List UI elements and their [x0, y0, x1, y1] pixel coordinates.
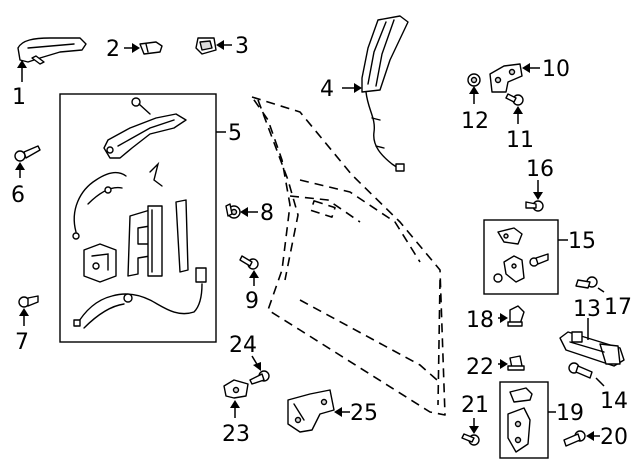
callout-12: 12 [461, 109, 489, 134]
callout-25: 25 [350, 401, 378, 426]
part-25-reinforcement [287, 389, 335, 433]
callout-24: 24 [229, 333, 257, 358]
callout-17: 17 [604, 295, 632, 320]
part-3-cap [195, 37, 217, 55]
callout-21: 21 [461, 393, 489, 418]
door-shell-outline [251, 96, 446, 416]
part-4-channel-seal [361, 15, 409, 172]
part-7-bolt [18, 295, 39, 308]
part-23-bracket [223, 379, 249, 399]
striker-kit-box [483, 219, 559, 295]
callout-13: 13 [573, 297, 601, 322]
part-5-latch-kit [72, 97, 207, 329]
callout-14: 14 [600, 389, 628, 414]
part-20-bolt [563, 430, 586, 447]
callout-20: 20 [600, 425, 628, 450]
part-12-nut [467, 73, 481, 87]
latch-kit-box [59, 93, 217, 343]
door-handle-pocket [310, 200, 336, 218]
callout-11: 11 [506, 128, 534, 153]
callout-1: 1 [12, 85, 26, 110]
lower-hinge-box [499, 381, 549, 459]
callout-23: 23 [222, 422, 250, 447]
part-6-bolt [14, 145, 41, 162]
callout-8: 8 [260, 201, 274, 226]
callout-6: 6 [11, 183, 25, 208]
part-15-striker-kit [493, 227, 549, 283]
callout-4: 4 [320, 77, 334, 102]
part-14-bolt [568, 362, 593, 379]
part-18-pin [507, 305, 525, 327]
callout-3: 3 [235, 34, 249, 59]
callout-15: 15 [568, 229, 596, 254]
part-22-bushing [507, 355, 525, 371]
part-11-bolt [505, 93, 524, 106]
part-13-door-check [559, 331, 625, 367]
part-10-hinge [489, 63, 523, 93]
part-2-clip [139, 41, 163, 55]
part-8-screw [225, 203, 241, 219]
part-21-bolt [461, 433, 480, 446]
part-19-lower-hinge [507, 387, 533, 453]
callout-10: 10 [542, 57, 570, 82]
callout-22: 22 [466, 355, 494, 380]
callout-5: 5 [228, 121, 242, 146]
callout-18: 18 [466, 308, 494, 333]
callout-2: 2 [106, 37, 120, 62]
callout-16: 16 [526, 157, 554, 182]
part-17-bolt [575, 276, 598, 289]
callout-9: 9 [245, 289, 259, 314]
part-24-bolt [249, 370, 270, 385]
callout-7: 7 [15, 330, 29, 355]
part-1-outside-handle [17, 37, 87, 65]
part-9-bolt [239, 255, 259, 270]
part-16-screw [525, 200, 544, 212]
callout-19: 19 [556, 401, 584, 426]
